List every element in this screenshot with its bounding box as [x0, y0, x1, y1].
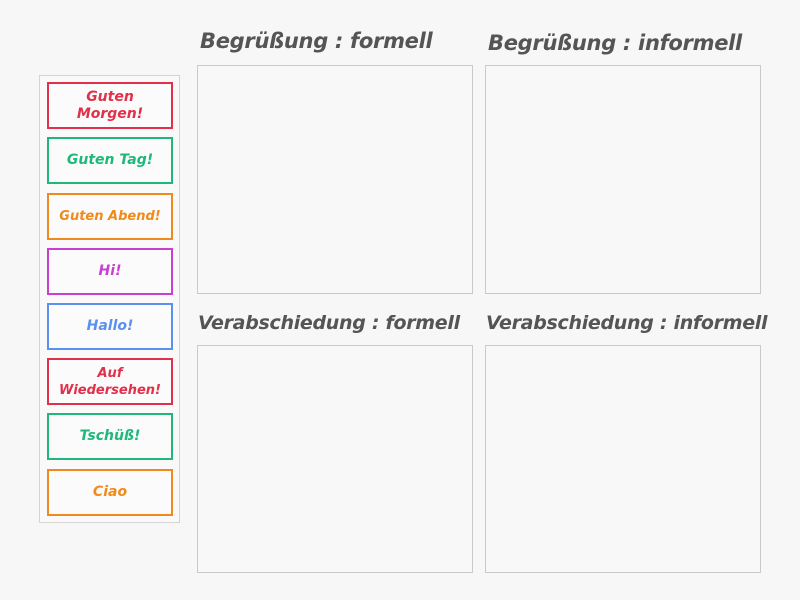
zone-title-farewell-formal: Verabschiedung : formell	[198, 312, 460, 334]
drop-zone-farewell-informal[interactable]	[485, 345, 761, 573]
card-tschuess[interactable]: Tschüß!	[47, 413, 173, 460]
card-guten-morgen[interactable]: Guten Morgen!	[47, 82, 173, 129]
card-ciao[interactable]: Ciao	[47, 469, 173, 516]
card-auf-wiedersehen[interactable]: Auf Wiedersehen!	[47, 358, 173, 405]
zone-title-greeting-formal: Begrüßung : formell	[200, 29, 433, 53]
drop-zone-farewell-formal[interactable]	[197, 345, 473, 573]
card-tray: Guten Morgen! Guten Tag! Guten Abend! Hi…	[39, 75, 180, 523]
zone-title-greeting-informal: Begrüßung : informell	[488, 31, 742, 55]
drop-zone-greeting-formal[interactable]	[197, 65, 473, 294]
card-guten-abend[interactable]: Guten Abend!	[47, 193, 173, 240]
zone-title-farewell-informal: Verabschiedung : informell	[486, 312, 768, 334]
card-hallo[interactable]: Hallo!	[47, 303, 173, 350]
card-guten-tag[interactable]: Guten Tag!	[47, 137, 173, 184]
card-hi[interactable]: Hi!	[47, 248, 173, 295]
drop-zone-greeting-informal[interactable]	[485, 65, 761, 294]
